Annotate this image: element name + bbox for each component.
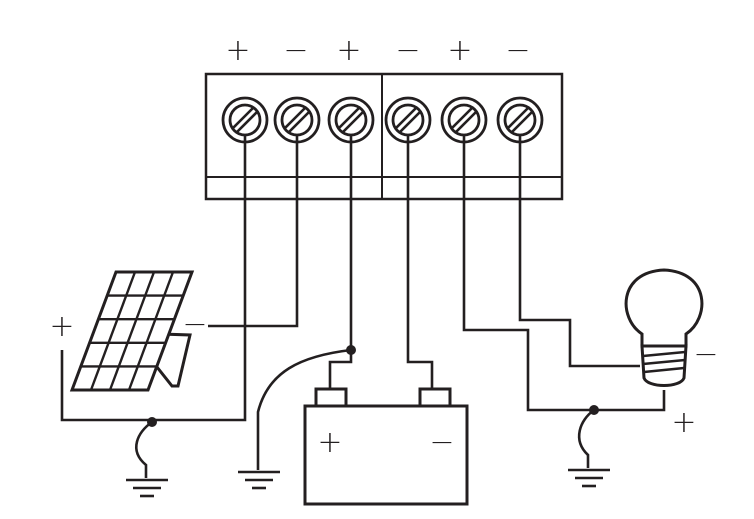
lamp-plus-label: + (671, 405, 696, 440)
ground-wire-solar (135, 420, 153, 478)
solar-cell-gridline (127, 271, 175, 391)
ground-symbol-icon (238, 470, 280, 490)
terminal-4-label: − (395, 33, 420, 68)
solar-minus-label: − (182, 307, 207, 342)
terminal-1-label: + (225, 33, 250, 68)
solar-panel-cells (80, 271, 184, 391)
battery-plus-label: + (317, 425, 342, 460)
terminal-block (204, 72, 564, 201)
ground-symbol-icon (126, 417, 168, 498)
wire-battery-plus (328, 350, 353, 392)
terminal-polarity-labels: + − + − + − (225, 33, 530, 68)
wire-lamp-minus (518, 135, 640, 368)
terminal-screws (221, 96, 544, 144)
battery-minus-label: − (429, 425, 454, 460)
solar-cell-gridline (89, 271, 137, 391)
terminal-5-label: + (447, 33, 472, 68)
terminal-screw-icon (327, 96, 375, 144)
junction-dot-solar (147, 417, 157, 427)
bulb-glass (624, 268, 704, 348)
battery-icon: + − (303, 387, 469, 506)
lamp-minus-label: − (693, 337, 718, 372)
terminal-2-label: − (283, 33, 308, 68)
battery-body (303, 404, 469, 506)
wire-battery-ground (256, 348, 352, 470)
terminal-screw-icon (384, 96, 432, 144)
wire-lamp-plus (462, 135, 666, 412)
battery-plus-post (314, 387, 348, 408)
terminal-screw-icon (221, 96, 269, 144)
solar-plus-label: + (49, 309, 74, 344)
terminal-6-label: − (505, 33, 530, 68)
wire-solar-minus (208, 135, 299, 328)
terminal-block-body (204, 72, 564, 201)
junction-dot-battery (346, 345, 356, 355)
battery-minus-post (418, 387, 452, 408)
wire-battery-minus (406, 135, 434, 392)
terminal-3-label: + (336, 33, 361, 68)
light-bulb-icon: − + (624, 268, 719, 440)
junction-dot-lamp (589, 405, 599, 415)
solar-cell-gridline (108, 271, 156, 391)
ground-wire-lamp (577, 408, 595, 468)
solar-panel-icon: + − (49, 270, 208, 392)
ground-symbol-icon (568, 405, 610, 488)
wires (60, 135, 666, 470)
